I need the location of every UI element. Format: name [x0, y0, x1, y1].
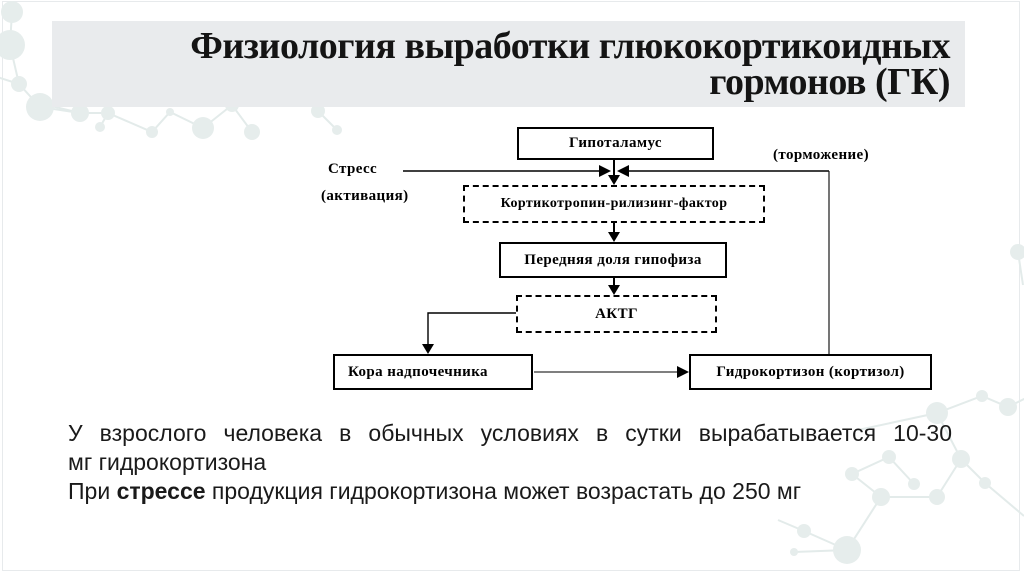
- arrowhead-right-to-cortisol: [677, 366, 689, 378]
- arrowhead-down-to-crf: [608, 175, 620, 185]
- arrowhead-stress-right: [599, 165, 611, 177]
- title-band: Физиология выработки глюкокортикоидных г…: [52, 21, 965, 107]
- node-adrenal-cortex: Кора надпочечника: [333, 354, 533, 390]
- node-anterior-pituitary-label: Передняя доля гипофиза: [524, 251, 702, 268]
- node-hydrocortisone: Гидрокортизон (кортизол): [689, 354, 932, 390]
- paragraph-2-bold: стрессе: [116, 478, 206, 504]
- label-stress: Стресс: [328, 161, 378, 177]
- node-hydrocortisone-label: Гидрокортизон (кортизол): [716, 363, 905, 380]
- node-hypothalamus-label: Гипоталамус: [569, 135, 662, 152]
- paragraph-1-line-2: мг гидрокортизона: [68, 449, 267, 475]
- paragraph-2-post: продукция гидрокортизона может возрастат…: [205, 478, 802, 504]
- arrowhead-feedback-left: [617, 165, 629, 177]
- paragraph-1-line-1: У взрослого человека в обычных условиях …: [68, 420, 952, 446]
- arrowhead-down-to-pituitary: [608, 232, 620, 242]
- label-activation: (активация): [321, 188, 409, 204]
- node-crf-label: Кортикотропин-рилизинг-фактор: [500, 196, 728, 212]
- label-inhibition: (торможение): [773, 147, 870, 163]
- node-adrenal-cortex-label: Кора надпочечника: [348, 363, 488, 380]
- arrowhead-down-to-adrenal: [422, 344, 434, 354]
- body-text: У взрослого человека в обычных условиях …: [68, 419, 952, 506]
- arrowhead-down-to-acth: [608, 285, 620, 295]
- node-acth-label: АКТГ: [595, 305, 638, 322]
- slide-title: Физиология выработки глюкокортикоидных г…: [190, 25, 965, 103]
- node-anterior-pituitary: Передняя доля гипофиза: [499, 242, 727, 278]
- paragraph-2-pre: При: [68, 478, 117, 504]
- slide-title-line-2: гормонов (ГК): [709, 61, 950, 103]
- node-hypothalamus: Гипоталамус: [517, 127, 714, 160]
- paragraph-2: При стрессе продукция гидрокортизона мож…: [68, 477, 952, 506]
- node-acth: АКТГ: [516, 295, 717, 333]
- node-crf: Кортикотропин-рилизинг-фактор: [463, 185, 765, 223]
- slide-title-line-1: Физиология выработки глюкокортикоидных: [190, 25, 950, 67]
